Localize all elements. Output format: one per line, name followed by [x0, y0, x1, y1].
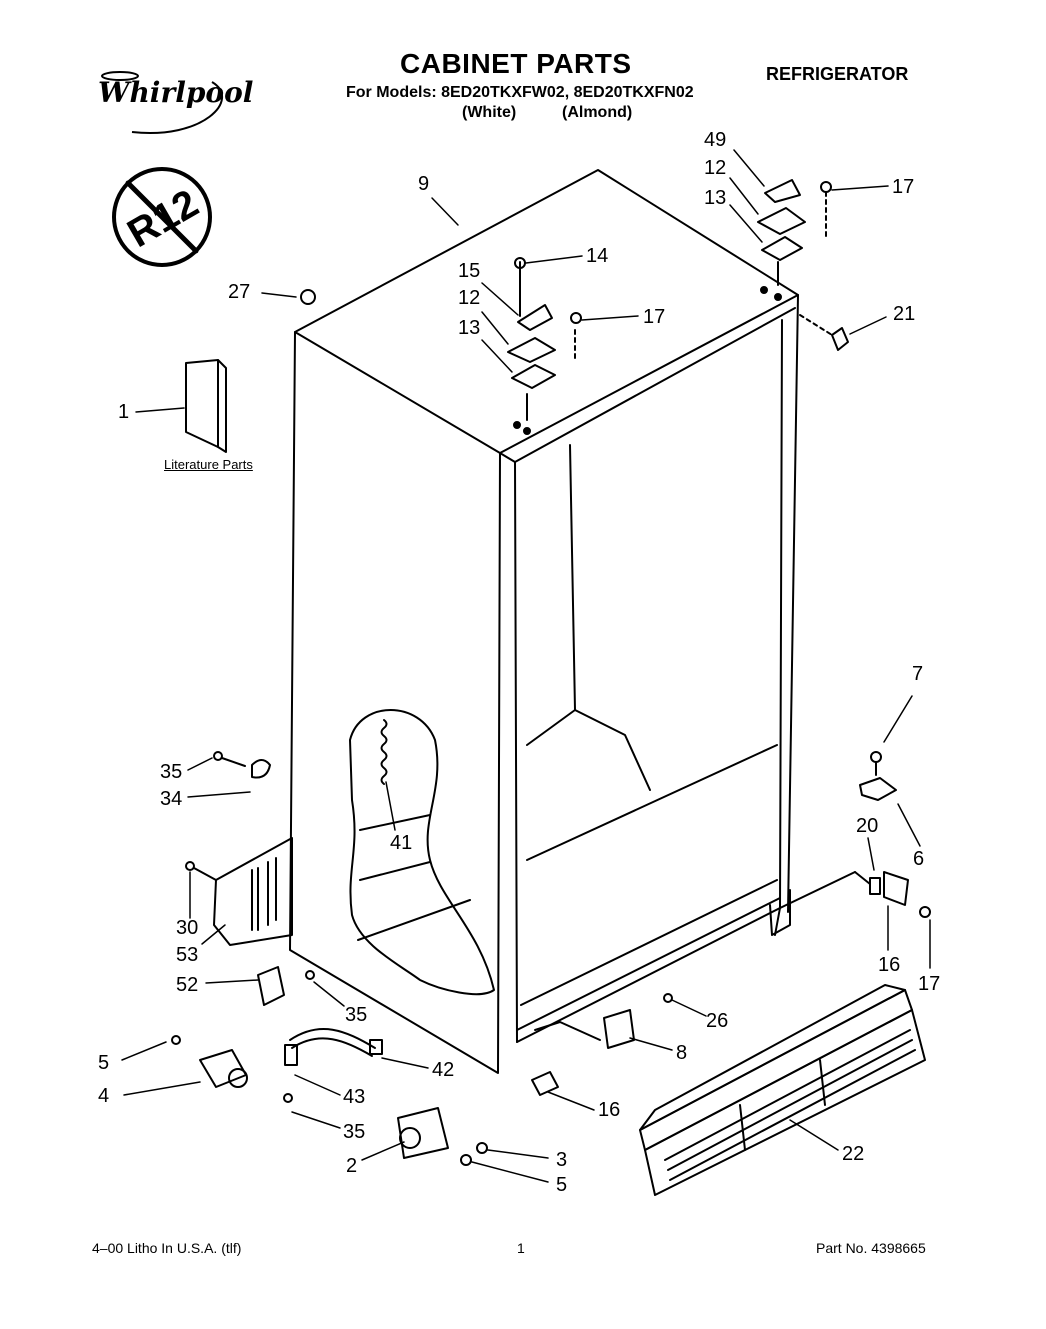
callout-17-lower: 17 — [918, 973, 941, 995]
page-title: CABINET PARTS — [400, 48, 632, 79]
callout-5-left: 5 — [98, 1052, 110, 1074]
part-8-26-16 — [531, 993, 673, 1096]
color-white-label: (White) — [462, 104, 517, 121]
product-label: REFRIGERATOR — [766, 64, 909, 84]
no-r12-badge-icon: R12 — [112, 167, 212, 267]
callout-13-right: 13 — [704, 187, 727, 209]
cabinet-box — [289, 169, 799, 1074]
callout-17-right: 17 — [892, 176, 915, 198]
callout-42: 42 — [432, 1059, 455, 1081]
callout-12-center: 12 — [458, 287, 481, 309]
leader-lines — [121, 149, 931, 1183]
part-42-43 — [283, 1027, 383, 1103]
center-hinge-assembly — [507, 257, 582, 435]
part-7-6 — [859, 751, 897, 801]
footer-part-number: Part No. 4398665 — [816, 1240, 926, 1256]
whirlpool-logo-icon: Whirlpool — [92, 70, 254, 140]
callout-9: 9 — [418, 173, 430, 195]
toe-grille-22 — [639, 984, 926, 1196]
callout-53: 53 — [176, 944, 199, 966]
callout-35-mid: 35 — [345, 1004, 368, 1026]
callout-52: 52 — [176, 974, 199, 996]
part-52 — [257, 966, 315, 1006]
callout-7: 7 — [912, 663, 924, 685]
color-almond-label: (Almond) — [562, 104, 633, 121]
callout-3: 3 — [556, 1149, 568, 1171]
callout-6: 6 — [913, 848, 925, 870]
callout-8: 8 — [676, 1042, 688, 1064]
callout-21: 21 — [893, 303, 916, 325]
callout-41: 41 — [390, 832, 413, 854]
callout-26: 26 — [706, 1010, 729, 1032]
callout-13-center: 13 — [458, 317, 481, 339]
callout-35-upper: 35 — [160, 761, 183, 783]
models-line: For Models: 8ED20TKXFW02, 8ED20TKXFN02 — [346, 84, 694, 101]
footer-litho: 4–00 Litho In U.S.A. (tlf) — [92, 1240, 242, 1256]
literature-booklet — [185, 359, 227, 453]
part-21 — [831, 327, 849, 351]
logo-wordmark: Whirlpool — [98, 76, 254, 109]
part-20-16-17 — [779, 871, 931, 918]
callout-49: 49 — [704, 129, 727, 151]
part-2-3-5 — [397, 1107, 488, 1166]
callout-2: 2 — [346, 1155, 358, 1177]
callout-15: 15 — [458, 260, 481, 282]
callout-5-lower: 5 — [556, 1174, 568, 1196]
part-35-34 — [213, 751, 271, 779]
grommet-27 — [300, 289, 316, 305]
callout-22: 22 — [842, 1143, 865, 1165]
callout-4: 4 — [98, 1085, 110, 1107]
callout-14: 14 — [586, 245, 609, 267]
coil-part-41 — [380, 719, 388, 785]
part-30-53-panel — [185, 837, 293, 946]
callout-20: 20 — [856, 815, 879, 837]
callout-17-center: 17 — [643, 306, 666, 328]
callout-12-right: 12 — [704, 157, 727, 179]
callout-16-lower: 16 — [598, 1099, 621, 1121]
callout-16-right: 16 — [878, 954, 901, 976]
callout-43: 43 — [343, 1086, 366, 1108]
callout-1: 1 — [118, 401, 130, 423]
callout-30: 30 — [176, 917, 199, 939]
callout-27: 27 — [228, 281, 251, 303]
literature-parts-label: Literature Parts — [164, 457, 253, 472]
callout-35-lower: 35 — [343, 1121, 366, 1143]
callout-34: 34 — [160, 788, 183, 810]
footer-page-number: 1 — [517, 1240, 525, 1256]
top-right-hinge-assembly — [300, 179, 832, 305]
part-4-5 — [171, 1035, 248, 1088]
